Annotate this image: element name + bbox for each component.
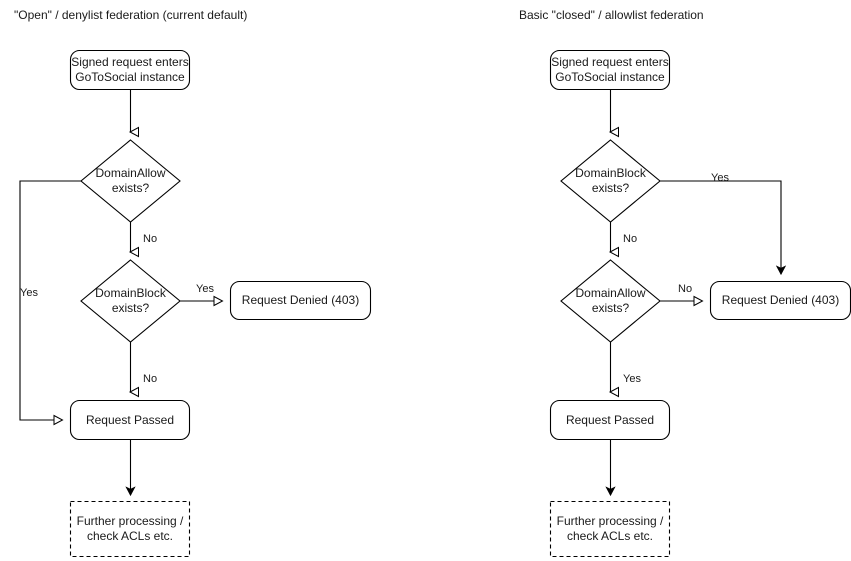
edge-label-domainblock-no-right: No [623, 233, 638, 245]
edge-label-domainblock-yes-left: Yes [196, 283, 214, 295]
edge-domainblock-yes-right [660, 180, 781, 274]
node-start-left [69, 49, 191, 91]
edge-label-domainallow-no-left: No [143, 233, 158, 245]
node-domain-block-right [560, 139, 661, 223]
node-request-denied-left [229, 280, 372, 321]
edge-label-domainblock-no-left: No [143, 373, 158, 385]
edge-domainallow-yes-left [19, 180, 81, 426]
edge-label-domainallow-yes-right: Yes [623, 373, 641, 385]
node-request-passed-left [69, 399, 191, 441]
node-request-passed-right [549, 399, 671, 441]
panel-title-closed-allowlist: Basic "closed" / allowlist federation [519, 8, 704, 22]
edge-label-domainallow-yes-left: Yes [20, 287, 38, 299]
node-domain-allow-right [560, 259, 661, 343]
node-request-denied-right [709, 280, 851, 321]
edge-label-domainallow-no-right: No [678, 283, 693, 295]
node-domain-block-left [80, 259, 181, 343]
node-domain-allow-left [80, 139, 181, 223]
node-start-right [549, 49, 671, 91]
node-further-processing-right [549, 500, 671, 558]
node-further-processing-left [69, 500, 191, 558]
edge-label-domainblock-yes-right: Yes [711, 172, 729, 184]
panel-title-open-denylist: "Open" / denylist federation (current de… [14, 8, 248, 22]
